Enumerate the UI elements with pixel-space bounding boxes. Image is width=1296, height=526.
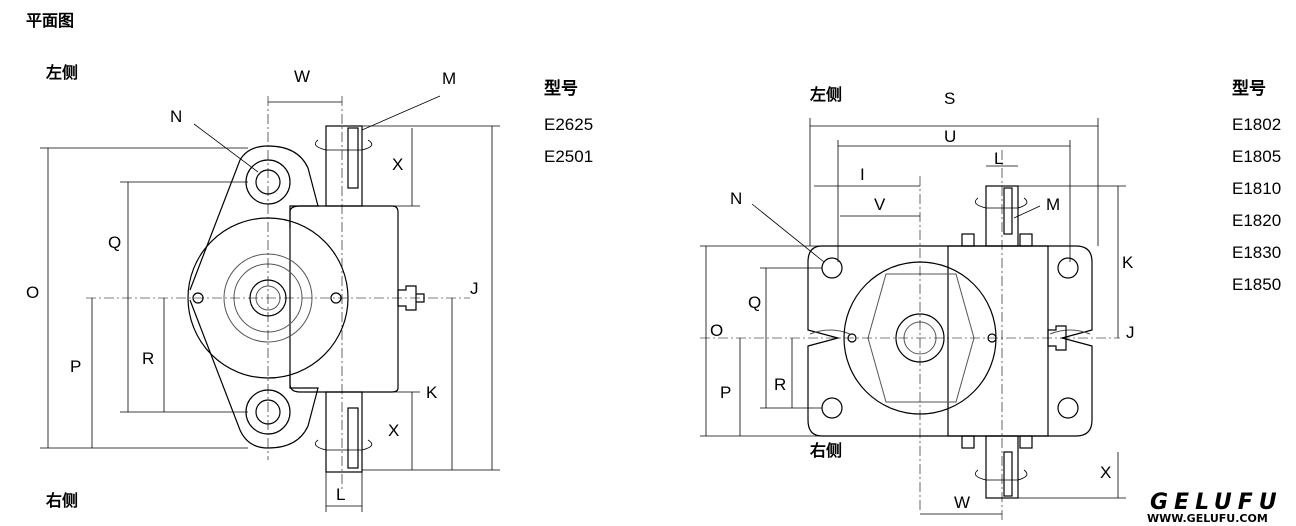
- right-dim-X: X: [1100, 463, 1112, 482]
- brand-logo: GELUFU: [1150, 490, 1283, 515]
- leader-M-right: [1013, 205, 1041, 219]
- right-model-2: E1810: [1232, 179, 1282, 198]
- left-shaft-top: [325, 125, 363, 207]
- right-model-4: E1830: [1232, 243, 1282, 262]
- left-rotation-arrow-bottom: [314, 439, 373, 451]
- right-stud-tr: [1019, 233, 1033, 247]
- left-dim-K: K: [426, 383, 438, 402]
- right-base-plate: [807, 245, 1093, 437]
- page-title: 平面图: [26, 13, 75, 30]
- left-dim-L: L: [336, 485, 346, 504]
- right-grease-nipple: [1047, 325, 1067, 351]
- left-view-drawing: [40, 95, 500, 512]
- left-rotation-arrow-top: [314, 139, 373, 151]
- left-mount-ear-top: [189, 145, 319, 291]
- right-model-3: E1820: [1232, 211, 1282, 230]
- brand-url: WWW.GELUFU.COM: [1147, 512, 1268, 525]
- left-model-1: E2501: [544, 147, 594, 166]
- left-dim-P: P: [70, 357, 82, 376]
- left-dim-O: O: [26, 283, 40, 302]
- right-dim-P: P: [720, 383, 732, 402]
- right-model-0: E1802: [1232, 115, 1282, 134]
- left-shaft-bottom: [325, 391, 363, 473]
- right-key-top: [1003, 187, 1013, 235]
- leader-N-right: [751, 203, 825, 263]
- right-stud-tl: [961, 233, 975, 247]
- left-key-bottom: [347, 407, 359, 469]
- left-dim-M: M: [442, 69, 457, 88]
- left-side-right-label: 右侧: [46, 493, 79, 510]
- right-dim-W: W: [954, 493, 971, 512]
- left-model-0: E2625: [544, 115, 594, 134]
- right-gear-housing: [947, 245, 1049, 437]
- right-side-right-label: 右侧: [810, 443, 843, 460]
- right-rotation-arrow-bottom: [974, 469, 1028, 481]
- right-plate-slot-left: [809, 329, 851, 335]
- left-housing: [289, 205, 399, 393]
- right-dim-M: M: [1046, 195, 1061, 214]
- right-dim-J: J: [1126, 323, 1135, 342]
- right-plate-slot-right: [1049, 329, 1091, 335]
- right-dim-Q: Q: [748, 293, 762, 312]
- right-rotation-arrow-top: [974, 197, 1028, 209]
- left-dim-X-top: X: [392, 155, 404, 174]
- left-dim-X-bottom: X: [388, 421, 400, 440]
- left-side-left-label: 左侧: [46, 65, 79, 82]
- right-model-header: 型号: [1232, 79, 1266, 98]
- right-dim-I: I: [860, 165, 865, 184]
- right-dim-U: U: [944, 127, 957, 146]
- leader-M: [361, 95, 441, 131]
- right-hole-br: [1057, 397, 1079, 419]
- right-view-drawing: [700, 118, 1126, 520]
- right-stud-br: [1019, 435, 1033, 449]
- left-dim-R: R: [142, 349, 155, 368]
- right-stud-bl: [961, 435, 975, 449]
- left-key-top: [347, 127, 359, 189]
- right-dim-S: S: [944, 89, 956, 108]
- left-dim-Q: Q: [108, 233, 122, 252]
- left-model-header: 型号: [544, 79, 578, 98]
- leader-N: [193, 123, 259, 173]
- left-dim-J: J: [470, 279, 479, 298]
- right-dim-N: N: [730, 189, 743, 208]
- left-dim-N: N: [170, 107, 183, 126]
- right-dim-V: V: [874, 195, 886, 214]
- right-hole-tr: [1057, 257, 1079, 279]
- right-hole-bl: [821, 397, 843, 419]
- right-side-left-label: 左侧: [810, 87, 843, 104]
- right-dim-L: L: [994, 149, 1004, 168]
- right-key-bottom: [1003, 451, 1013, 497]
- right-dim-O: O: [710, 321, 724, 340]
- left-mount-ear-bottom: [189, 299, 319, 449]
- right-hole-tl: [821, 257, 843, 279]
- right-dim-R: R: [774, 375, 787, 394]
- left-dim-W: W: [294, 67, 311, 86]
- right-model-5: E1850: [1232, 275, 1282, 294]
- right-dim-K: K: [1122, 253, 1134, 272]
- right-model-1: E1805: [1232, 147, 1282, 166]
